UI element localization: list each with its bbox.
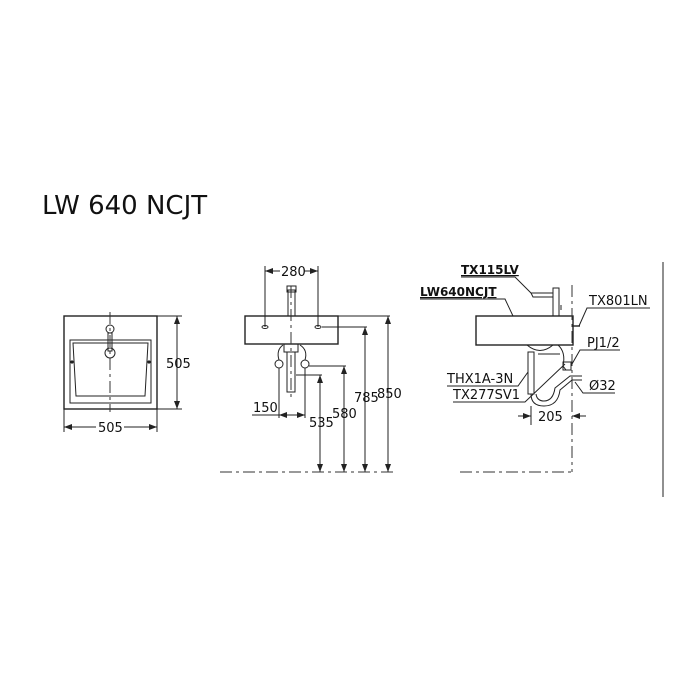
label-supply: PJ1/2 xyxy=(587,336,620,351)
overflow-height-dimension: 785 xyxy=(354,391,379,406)
model-title: LW 640 NCJT xyxy=(42,191,207,221)
label-bracket: TX801LN xyxy=(588,294,648,309)
label-trap: TX277SV1 xyxy=(452,388,520,403)
front-view: 280 150 535 580 785 850 xyxy=(220,265,402,473)
width-dimension: 505 xyxy=(98,421,123,436)
side-view: TX115LV LW640NCJT TX801LN PJ1/2 THX1A-3N… xyxy=(420,262,664,497)
faucet-spacing-dimension: 280 xyxy=(281,265,306,280)
drain-height-dimension: 535 xyxy=(309,416,334,431)
label-outlet: Ø32 xyxy=(589,379,616,394)
label-basin: LW640NCJT xyxy=(420,285,497,299)
supply-height-dimension: 580 xyxy=(332,407,357,422)
label-valve: THX1A-3N xyxy=(446,372,513,387)
label-faucet: TX115LV xyxy=(461,263,519,277)
top-view: 505 505 xyxy=(63,312,191,436)
rim-height-dimension: 850 xyxy=(377,387,402,402)
supply-spacing-dimension: 150 xyxy=(253,401,278,416)
trap-offset-dimension: 205 xyxy=(538,410,563,425)
depth-dimension: 505 xyxy=(166,357,191,372)
